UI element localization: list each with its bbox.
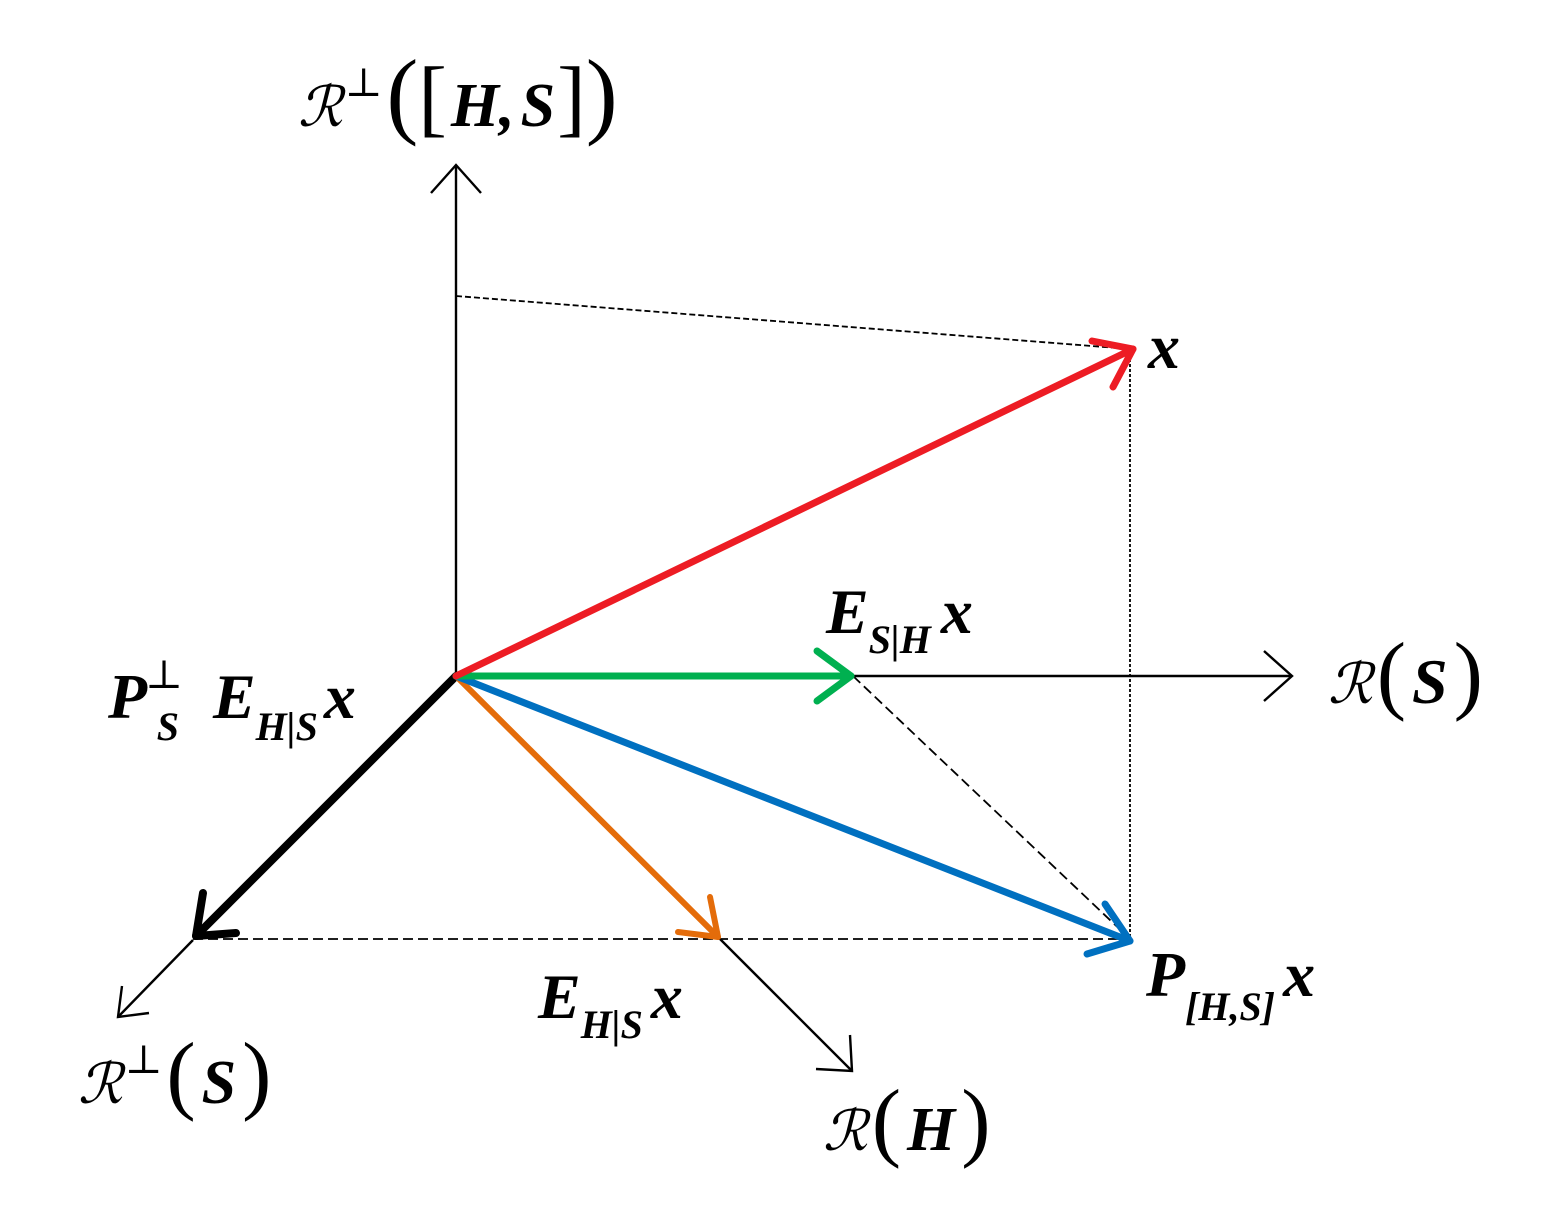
vector-e-h-s-x [453, 673, 721, 940]
vector-p-hs-x [452, 672, 1134, 945]
label-p-perp-main: P [107, 661, 148, 732]
label-range-perp-hs-script: ℛ [298, 75, 346, 140]
label-p-perp-sub-p: S [157, 704, 179, 749]
label-range-perp-s-open: ( [166, 1026, 195, 1123]
axis-range-perp-s-arrowhead [116, 985, 150, 1019]
label-p-perp-tail: x [323, 661, 356, 732]
label-range-h: ℛ(H) [823, 1073, 991, 1170]
label-range-s: ℛ(S) [1328, 626, 1483, 723]
label-range-perp-hs-rbr: ] [557, 49, 586, 145]
label-range-perp-s: ℛ⊥(S) [78, 1026, 271, 1123]
label-range-perp-s-close: ) [242, 1026, 271, 1123]
vectors [192, 337, 1137, 958]
label-p-perp-main2: E [212, 661, 256, 732]
label-e-s-h-x-sub: S|H [869, 617, 933, 662]
label-range-perp-hs-comma: , [497, 72, 515, 140]
label-range-perp-hs-lbr: [ [418, 49, 447, 145]
axis-range-perp-s [117, 939, 194, 1018]
label-p-hs-x: P[H,S]x [1145, 939, 1315, 1029]
projection-lines [193, 295, 1131, 940]
label-range-s-arg: S [1412, 646, 1448, 717]
label-p-hs-x-main: P [1145, 939, 1186, 1010]
label-e-s-h-x-tail: x [940, 576, 973, 647]
label-range-perp-s-arg: S [202, 1049, 236, 1117]
vector-p-hs-x-arrowhead [1083, 900, 1134, 958]
axis-range-h [717, 936, 853, 1072]
label-range-s-script: ℛ [1328, 652, 1376, 717]
vector-e-s-h-x-arrowhead [813, 647, 855, 705]
label-e-s-h-x-main: E [825, 576, 869, 647]
label-range-h-script: ℛ [823, 1099, 871, 1164]
vector-p-perp-e-h-s-x-arrowhead [192, 889, 240, 940]
label-e-h-s-x-sub: H|S [580, 1002, 643, 1047]
label-range-h-open: ( [872, 1073, 901, 1170]
label-range-perp-s-script: ℛ [78, 1052, 126, 1117]
label-range-s-open: ( [1377, 626, 1406, 723]
label-range-perp-hs-close: ) [586, 40, 618, 147]
dashed-x-to-axis [455, 295, 1131, 350]
vector-e-h-s-x-arrowhead [675, 894, 721, 940]
label-p-perp-sub: H|S [255, 704, 318, 749]
label-p-hs-x-sub: [H,S] [1185, 984, 1275, 1029]
label-range-perp-s-sup: ⊥ [125, 1037, 163, 1082]
label-x: x [1147, 311, 1180, 382]
vector-p-perp-e-h-s-x [192, 672, 460, 940]
label-range-perp-hs: ℛ⊥([H,S]) [298, 40, 618, 147]
dashed-es-to-pxhs [852, 675, 1131, 940]
label-e-h-s-x-tail: x [650, 961, 683, 1032]
axis-range-perp-hs-arrowhead [430, 163, 482, 194]
label-p-perp-sup: ⊥ [145, 652, 183, 697]
label-range-perp-hs-open: ( [386, 40, 418, 147]
axis-range-s-arrowhead [1263, 650, 1294, 702]
label-range-perp-hs-sup: ⊥ [345, 60, 383, 105]
label-e-h-s-x-main: E [537, 961, 581, 1032]
label-range-perp-hs-arg: H [450, 72, 501, 140]
label-p-hs-x-tail: x [1282, 939, 1315, 1010]
label-range-s-close: ) [1454, 626, 1483, 723]
label-range-h-close: ) [961, 1073, 990, 1170]
vector-x-arrowhead [1088, 337, 1137, 391]
label-range-perp-hs-arg2: S [521, 72, 555, 140]
axis-range-h-arrowhead [815, 1034, 854, 1073]
label-range-h-arg: H [906, 1096, 957, 1164]
vector-x [452, 345, 1137, 680]
